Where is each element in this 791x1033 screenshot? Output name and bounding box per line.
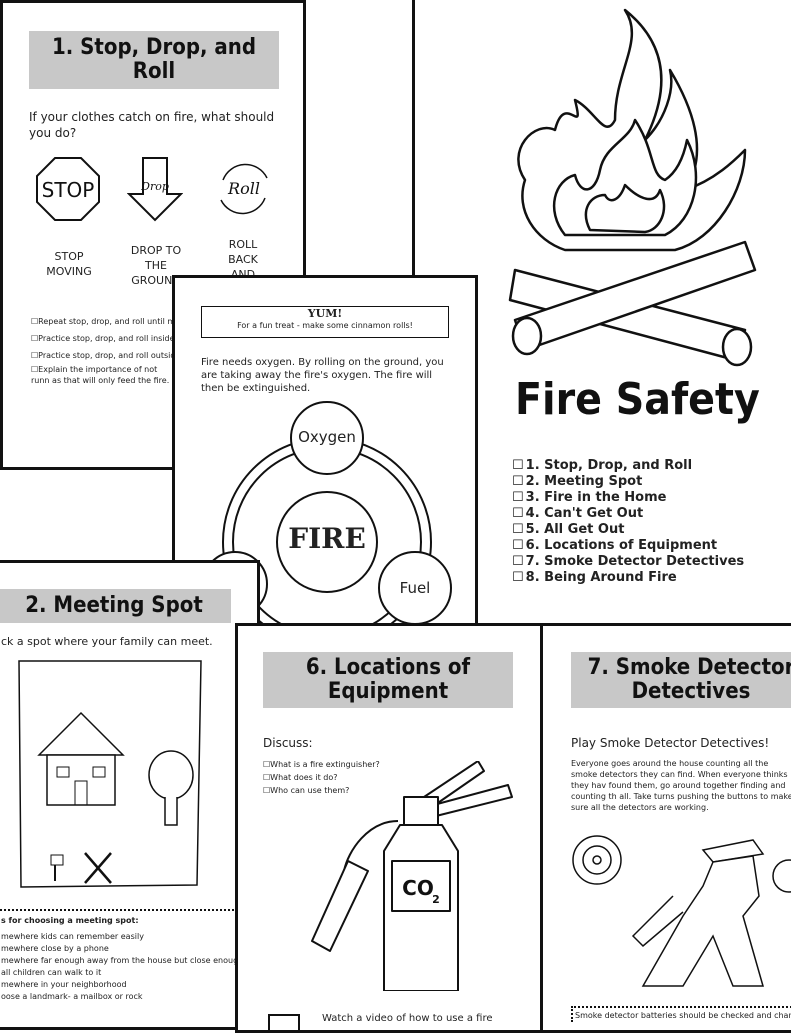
smoke-detector-illustration <box>572 835 791 987</box>
list-item: What is a fire extinguisher? <box>263 758 380 771</box>
play-title: Play Smoke Detector Detectives! <box>571 736 770 750</box>
stop-sign-icon: STOP <box>36 157 100 221</box>
list-item: What does it do? <box>263 771 380 784</box>
list-item: oose a landmark- a mailbox or rock <box>1 992 143 1001</box>
fuel-label: Fuel <box>399 579 431 597</box>
footer-note: Smoke detector batteries should be check… <box>571 1006 791 1022</box>
toc-item: 1. Stop, Drop, and Roll <box>512 458 744 474</box>
roll-circle-icon: Roll <box>220 163 268 215</box>
yum-title: YUM! <box>307 307 343 320</box>
card-question: If your clothes catch on fire, what shou… <box>29 110 275 140</box>
co2-subscript: 2 <box>432 893 440 906</box>
list-item: mewhere close by a phone <box>1 944 109 953</box>
discuss-checklist: What is a fire extinguisher? What does i… <box>263 758 380 797</box>
card-checklist: Repeat stop, drop, and roll until m Prac… <box>31 313 281 386</box>
card-heading: 7. Smoke Detector Detectives <box>571 652 791 709</box>
list-item: mewhere in your neighborhood <box>1 980 127 989</box>
oxygen-label: Oxygen <box>298 428 356 446</box>
video-icon[interactable] <box>268 1014 300 1030</box>
toc-item: 7. Smoke Detector Detectives <box>512 554 744 570</box>
toc-item: 3. Fire in the Home <box>512 490 744 506</box>
yum-text: For a fun treat - make some cinnamon rol… <box>237 321 413 330</box>
campfire-illustration <box>508 8 757 367</box>
video-text: Watch a video of how to use a fire <box>322 1013 493 1024</box>
toc-item: 8. Being Around Fire <box>512 570 744 586</box>
table-of-contents: 1. Stop, Drop, and Roll 2. Meeting Spot … <box>512 458 744 586</box>
caption-stop: STOP MOVING <box>46 250 92 278</box>
stop-sign-text: STOP <box>42 178 95 202</box>
list-item: all children can walk to it <box>1 968 102 977</box>
caption-drop: DROP TO THE GROUND <box>130 244 182 287</box>
card-heading: 1. Stop, Drop, and Roll <box>29 31 279 90</box>
discuss-label: Discuss: <box>263 736 313 750</box>
card-heading: 6. Locations of Equipment <box>263 652 513 709</box>
card-body: Fire needs oxygen. By rolling on the gro… <box>201 357 444 394</box>
svg-text:Roll: Roll <box>227 179 260 198</box>
tips-title: s for choosing a meeting spot: <box>1 916 139 925</box>
list-item: Explain the importance of not runn as th… <box>31 364 176 386</box>
card-smoke-detector: 7. Smoke Detector Detectives Play Smoke … <box>540 623 791 1033</box>
tips-box: s for choosing a meeting spot: mewhere k… <box>0 909 260 1027</box>
scroll-map-illustration <box>18 660 202 888</box>
list-item: Who can use them? <box>263 784 380 797</box>
toc-item: 5. All Get Out <box>512 522 744 538</box>
co2-label: CO <box>402 876 434 900</box>
card-locations-equipment: 6. Locations of Equipment Discuss: What … <box>235 623 545 1033</box>
toc-item: 6. Locations of Equipment <box>512 538 744 554</box>
cover-title: Fire Safety <box>515 374 760 425</box>
drop-arrow-icon: Drop <box>127 157 183 222</box>
card-meeting-spot: 2. Meeting Spot ck a spot where your fam… <box>0 560 260 1030</box>
card-intro: ck a spot where your family can meet. <box>1 635 213 648</box>
fire-extinguisher-illustration: CO 2 <box>311 761 513 991</box>
card-body: Everyone goes around the house counting … <box>571 759 791 812</box>
card-heading: 2. Meeting Spot <box>0 589 231 624</box>
list-item: mewhere kids can remember easily <box>1 932 144 941</box>
list-item: Practice stop, drop, and roll outsid <box>31 347 281 364</box>
fire-center-label: FIRE <box>288 522 366 555</box>
list-item: Practice stop, drop, and roll inside <box>31 330 281 347</box>
list-item: Repeat stop, drop, and roll until m <box>31 313 281 330</box>
toc-item: 2. Meeting Spot <box>512 474 744 490</box>
list-item: mewhere far enough away from the house b… <box>1 956 260 965</box>
yum-box: YUM! For a fun treat - make some cinnamo… <box>201 306 449 338</box>
svg-text:Drop: Drop <box>140 180 169 193</box>
toc-item: 4. Can't Get Out <box>512 506 744 522</box>
